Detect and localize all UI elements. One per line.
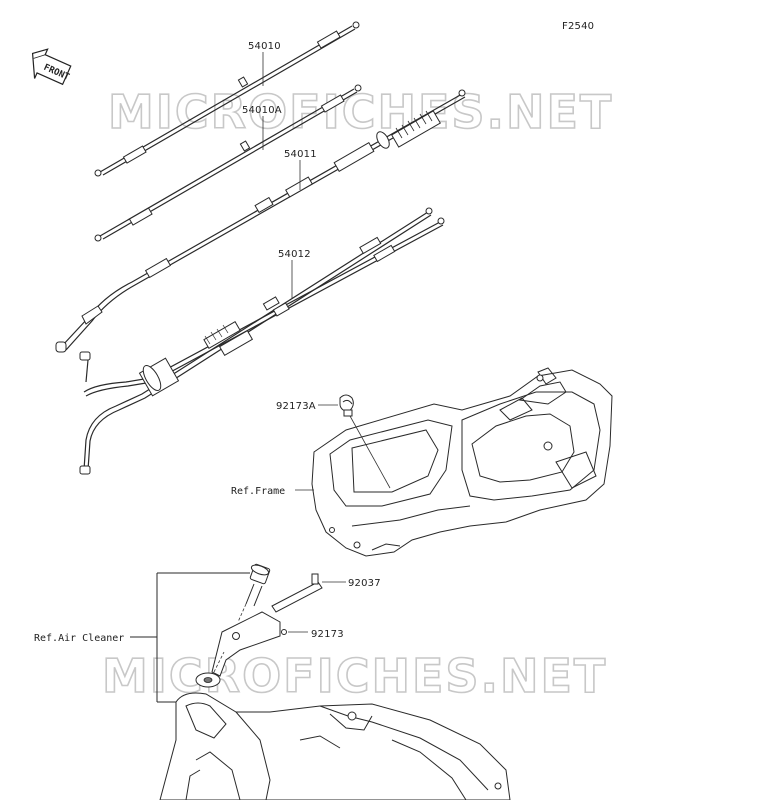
- watermark-bottom: MICROFICHES.NET: [102, 649, 607, 703]
- air-cleaner-housing: [159, 692, 511, 801]
- label-54010: 54010: [248, 41, 281, 52]
- label-92037: 92037: [348, 578, 381, 589]
- bracket-92173: [211, 611, 287, 677]
- cable-54011: [55, 89, 466, 353]
- clamp-92173A: [339, 394, 354, 417]
- leader-92173A-d: [349, 415, 391, 489]
- rod-92037: [271, 573, 323, 613]
- washer: [195, 651, 225, 688]
- label-54012: 54012: [278, 249, 311, 260]
- label-54011: 54011: [284, 149, 317, 160]
- label-92173A: 92173A: [276, 401, 316, 412]
- frame: [311, 367, 613, 557]
- label-ref-frame: Ref.Frame: [231, 486, 285, 497]
- label-54010A: 54010A: [242, 105, 282, 116]
- watermark-top: MICROFICHES.NET: [108, 85, 613, 139]
- label-92173: 92173: [311, 629, 344, 640]
- cable-54012: [79, 207, 445, 475]
- cable-54010A: [94, 84, 362, 242]
- front-arrow-icon: FRONT: [31, 48, 72, 86]
- bolt: [237, 563, 271, 623]
- label-ref-air-cleaner: Ref.Air Cleaner: [34, 633, 124, 644]
- figure-code: F2540: [562, 21, 594, 32]
- cable-54010: [94, 21, 360, 177]
